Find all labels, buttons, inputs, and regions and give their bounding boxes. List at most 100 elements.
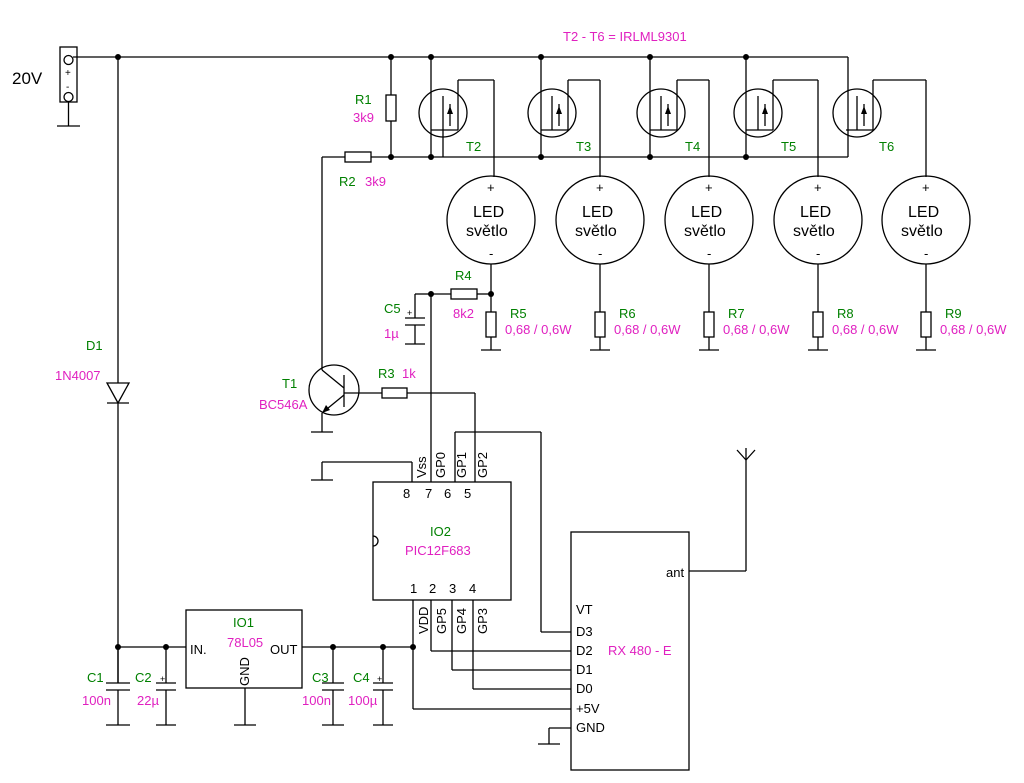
svg-text:+: + [487, 180, 495, 195]
svg-text:-: - [816, 246, 820, 261]
svg-text:R7: R7 [728, 306, 745, 321]
led-5: + LED světlo - [881, 175, 971, 265]
supply-connector: + - [57, 46, 80, 127]
d1-name: D1 [86, 338, 103, 353]
svg-text:6: 6 [444, 486, 451, 501]
svg-text:5: 5 [464, 486, 471, 501]
svg-text:+: + [922, 180, 930, 195]
capacitor-c4: + [373, 647, 393, 726]
module-rx480e: ant VT D3 D2 D1 D0 +5V GND RX 480 - E [570, 531, 690, 771]
r3-name: R3 [378, 366, 395, 381]
c1-value: 100n [82, 693, 111, 708]
resistor-r2 [344, 151, 372, 163]
c2-name: C2 [135, 670, 152, 685]
r2-value: 3k9 [365, 174, 386, 189]
svg-text:PIC12F683: PIC12F683 [405, 543, 471, 558]
svg-text:R5: R5 [510, 306, 527, 321]
svg-text:-: - [924, 246, 928, 261]
resistor-r5: R5 0,68 / 0,6W [481, 306, 572, 351]
svg-text:OUT: OUT [270, 642, 298, 657]
svg-text:LED: LED [908, 204, 939, 221]
pin-gp4: GP4 [454, 608, 469, 634]
svg-text:ant: ant [666, 565, 684, 580]
svg-text:+: + [596, 180, 604, 195]
mosfet-t6: T6 [832, 57, 927, 177]
svg-text:R9: R9 [945, 306, 962, 321]
svg-text:LED: LED [473, 204, 504, 221]
diode-d1 [105, 382, 131, 405]
svg-text:LED: LED [800, 204, 831, 221]
t5-name: T5 [781, 139, 796, 154]
io1-gnd: GND [237, 657, 252, 686]
pin-gp3: GP3 [475, 608, 490, 634]
svg-text:D3: D3 [576, 624, 593, 639]
svg-text:světlo: světlo [793, 223, 835, 240]
ic-io2: 8 7 6 5 1 2 3 4 IO2 PIC12F683 [372, 481, 512, 601]
svg-text:+: + [160, 674, 165, 684]
mosfet-t4: T4 [636, 57, 710, 177]
svg-text:-: - [707, 246, 711, 261]
led-1: + LED světlo - [446, 175, 536, 265]
mosfet-t3: T3 [527, 57, 601, 177]
svg-text:světlo: světlo [901, 223, 943, 240]
svg-text:7: 7 [425, 486, 432, 501]
svg-text:+: + [814, 180, 822, 195]
pin-vss: Vss [414, 456, 429, 478]
svg-text:GND: GND [576, 720, 605, 735]
r4-name: R4 [455, 268, 472, 283]
t6-name: T6 [879, 139, 894, 154]
svg-text:LED: LED [582, 204, 613, 221]
pin-gp1: GP1 [454, 452, 469, 478]
resistor-r3 [381, 387, 408, 399]
t4-name: T4 [685, 139, 700, 154]
svg-text:D2: D2 [576, 643, 593, 658]
r4-value: 8k2 [453, 306, 474, 321]
c4-value: 100µ [348, 693, 378, 708]
transistor-note: T2 - T6 = IRLML9301 [563, 29, 687, 44]
svg-text:IN.: IN. [190, 642, 207, 657]
svg-text:světlo: světlo [466, 223, 508, 240]
capacitor-c2: + [156, 647, 176, 726]
capacitor-c3 [322, 647, 344, 726]
svg-text:2: 2 [429, 581, 436, 596]
c1-name: C1 [87, 670, 104, 685]
supply-plus: + [65, 68, 71, 79]
mosfet-t2: T2 [418, 57, 495, 177]
svg-text:-: - [598, 246, 602, 261]
resistor-r6: R6 0,68 / 0,6W [590, 306, 681, 351]
svg-text:RX 480 - E: RX 480 - E [608, 643, 672, 658]
led-4: + LED světlo - [773, 175, 863, 265]
svg-text:+: + [705, 180, 713, 195]
svg-text:0,68 / 0,6W: 0,68 / 0,6W [505, 322, 572, 337]
supply-minus: - [66, 82, 69, 93]
c2-value: 22µ [137, 693, 159, 708]
capacitor-c5: + [405, 293, 431, 345]
svg-text:0,68 / 0,6W: 0,68 / 0,6W [614, 322, 681, 337]
resistor-r4 [450, 288, 478, 300]
svg-text:VT: VT [576, 602, 593, 617]
svg-text:D1: D1 [576, 662, 593, 677]
svg-text:78L05: 78L05 [227, 635, 263, 650]
supply-voltage: 20V [12, 69, 43, 88]
svg-text:+5V: +5V [576, 701, 600, 716]
svg-text:+: + [377, 674, 382, 684]
resistor-r9: R9 0,68 / 0,6W [916, 306, 1007, 351]
t2-name: T2 [466, 139, 481, 154]
c5-value: 1µ [384, 326, 399, 341]
resistor-r1 [385, 94, 397, 122]
led-2: + LED světlo - [555, 175, 645, 265]
t3-name: T3 [576, 139, 591, 154]
svg-text:1: 1 [410, 581, 417, 596]
pin-gp2: GP2 [475, 452, 490, 478]
c5-name: C5 [384, 301, 401, 316]
r3-value: 1k [402, 366, 416, 381]
led-3: + LED světlo - [664, 175, 754, 265]
svg-text:8: 8 [403, 486, 410, 501]
svg-text:IO2: IO2 [430, 524, 451, 539]
capacitor-c1 [106, 647, 130, 726]
resistor-r7: R7 0,68 / 0,6W [699, 306, 790, 351]
d1-value: 1N4007 [55, 368, 101, 383]
pin-vdd: VDD [416, 607, 431, 634]
svg-text:světlo: světlo [684, 223, 726, 240]
